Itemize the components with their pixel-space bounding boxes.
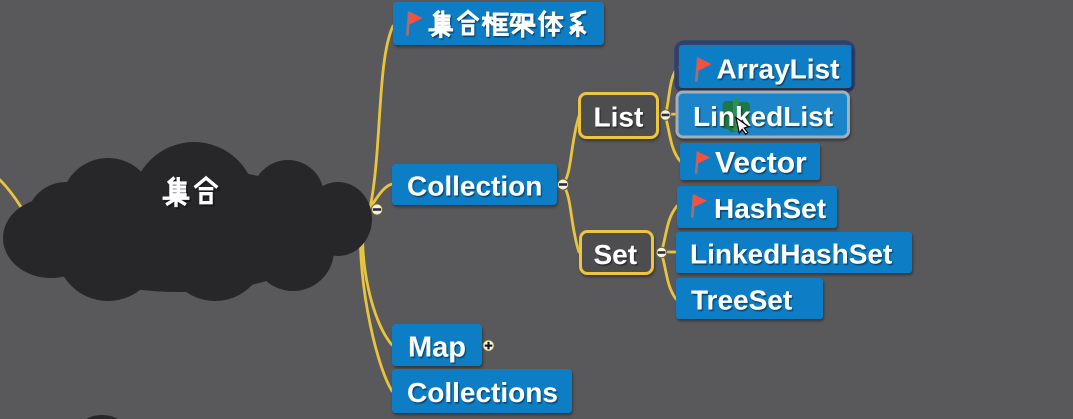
svg-text:HashSet: HashSet xyxy=(714,193,826,224)
svg-text:Map: Map xyxy=(408,332,466,364)
svg-text:LinkedHashSet: LinkedHashSet xyxy=(690,239,892,270)
svg-text:Vector: Vector xyxy=(715,147,807,180)
svg-text:LinkedList: LinkedList xyxy=(693,101,833,132)
svg-text:ArrayList: ArrayList xyxy=(717,54,840,85)
svg-text:Set: Set xyxy=(594,239,638,270)
svg-text:Collection: Collection xyxy=(407,171,542,202)
svg-text:Collections: Collections xyxy=(407,377,558,408)
svg-text:TreeSet: TreeSet xyxy=(691,285,792,316)
svg-text:List: List xyxy=(594,102,644,133)
